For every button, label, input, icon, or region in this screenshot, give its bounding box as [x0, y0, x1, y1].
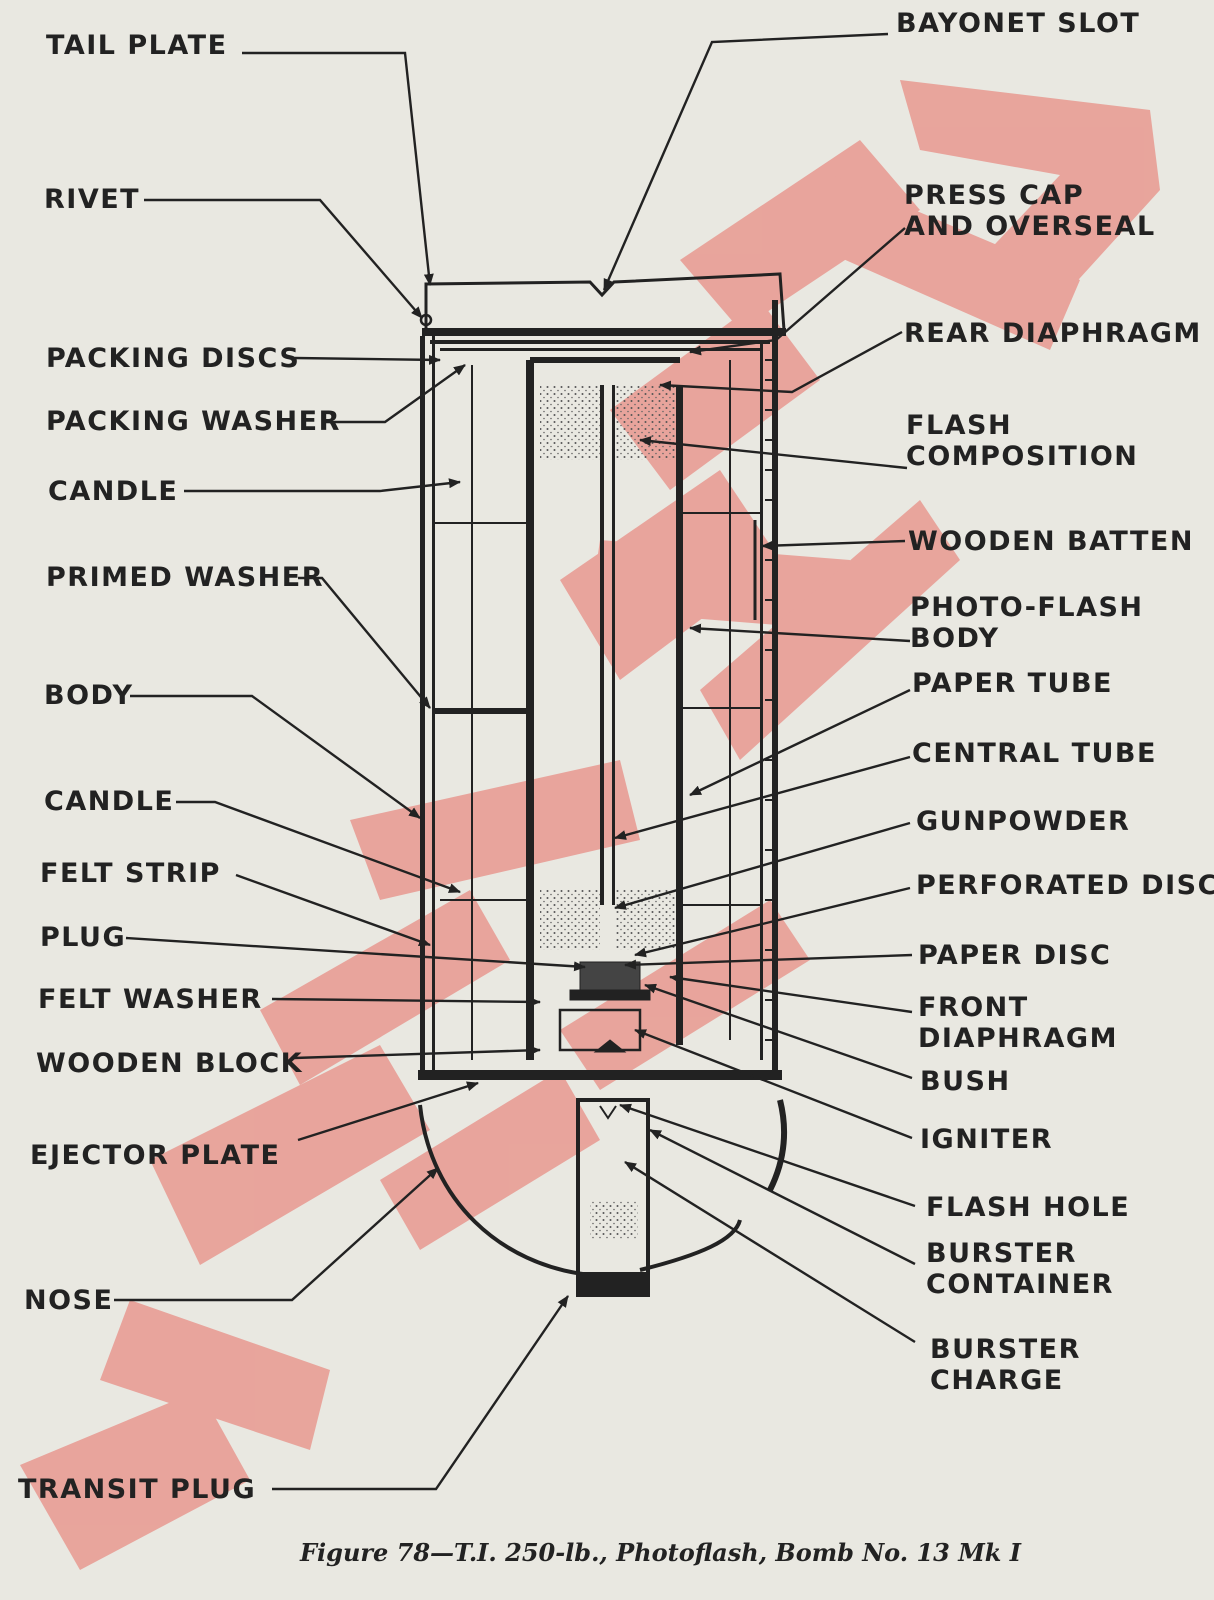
label-burster-container: BURSTER CONTAINER — [926, 1238, 1114, 1300]
leader-wooden-batten — [761, 539, 906, 551]
leader-primed-washer — [298, 576, 431, 709]
leader-ejector-plate — [297, 1081, 479, 1142]
leader-candle-lower — [176, 800, 461, 894]
leader-packing-discs — [294, 354, 441, 365]
watermark — [20, 80, 1160, 1570]
label-packing-discs: PACKING DISCS — [46, 343, 301, 374]
label-bayonet-slot: BAYONET SLOT — [896, 8, 1141, 39]
label-press-cap: PRESS CAP AND OVERSEAL — [904, 180, 1156, 242]
label-photo-flash-body-line1: PHOTO-FLASH — [910, 592, 1144, 623]
label-flash-composition-line1: FLASH — [906, 410, 1013, 441]
nose — [418, 1099, 788, 1277]
label-burster-charge: BURSTER CHARGE — [930, 1334, 1081, 1396]
rear-diaphragm — [530, 357, 680, 363]
label-candle-lower: CANDLE — [44, 786, 175, 817]
label-gunpowder: GUNPOWDER — [916, 806, 1131, 837]
leader-nose — [114, 1167, 439, 1302]
leader-burster-container — [649, 1128, 916, 1266]
leader-gunpowder — [614, 821, 911, 910]
label-felt-washer: FELT WASHER — [38, 984, 263, 1015]
photo-flash-body — [683, 360, 760, 1040]
leader-photo-flash-body — [689, 623, 911, 643]
label-felt-strip: FELT STRIP — [40, 858, 221, 889]
label-bush: BUSH — [920, 1066, 1011, 1097]
leader-front-diaphragm — [669, 973, 913, 1014]
leader-perforated-disc — [634, 886, 911, 958]
ejector-plate — [418, 1070, 782, 1080]
label-burster-charge-line1: BURSTER — [930, 1334, 1081, 1365]
label-plug: PLUG — [40, 922, 127, 953]
leader-packing-washer — [322, 364, 466, 424]
leader-lines — [114, 32, 916, 1491]
leader-rivet — [144, 198, 423, 319]
leader-flash-hole — [619, 1103, 916, 1208]
label-press-cap-line1: PRESS CAP — [904, 180, 1085, 211]
label-nose: NOSE — [24, 1285, 114, 1316]
rivet — [419, 313, 433, 327]
label-candle-upper: CANDLE — [48, 476, 179, 507]
label-igniter: IGNITER — [920, 1124, 1054, 1155]
label-flash-hole: FLASH HOLE — [926, 1192, 1131, 1223]
leader-tail-plate — [242, 51, 434, 286]
leader-burster-charge — [624, 1160, 916, 1344]
leader-wooden-block — [293, 1045, 541, 1060]
label-rear-diaphragm: REAR DIAPHRAGM — [904, 318, 1202, 349]
leader-body — [130, 694, 421, 819]
leader-bush — [644, 983, 913, 1080]
label-front-diaphragm-line1: FRONT — [918, 992, 1029, 1023]
leader-rear-diaphragm — [659, 330, 903, 394]
label-perforated-disc: PERFORATED DISC — [916, 870, 1214, 901]
leader-transit-plug — [272, 1295, 569, 1491]
label-burster-container-line1: BURSTER — [926, 1238, 1077, 1269]
leader-central-tube — [614, 755, 911, 840]
figure-caption: Figure 78—T.I. 250-lb., Photoflash, Bomb… — [300, 1538, 1021, 1567]
label-press-cap-line2: AND OVERSEAL — [904, 211, 1156, 242]
press-cap — [422, 328, 786, 351]
label-front-diaphragm-line2: DIAPHRAGM — [918, 1023, 1118, 1054]
label-ejector-plate: EJECTOR PLATE — [30, 1140, 281, 1171]
leader-plug — [125, 936, 586, 972]
leader-paper-disc — [624, 953, 913, 970]
label-flash-composition: FLASH COMPOSITION — [906, 410, 1138, 472]
label-transit-plug: TRANSIT PLUG — [18, 1474, 257, 1505]
leader-felt-washer — [271, 996, 541, 1007]
label-flash-composition-line2: COMPOSITION — [906, 441, 1139, 472]
leader-flash-composition — [639, 436, 908, 470]
label-tail-plate: TAIL PLATE — [46, 30, 228, 61]
leader-press-cap — [689, 227, 906, 356]
wooden-batten-strip — [765, 359, 775, 1041]
label-primed-washer: PRIMED WASHER — [46, 562, 324, 593]
label-burster-container-line2: CONTAINER — [926, 1269, 1114, 1300]
leader-candle-upper — [184, 478, 461, 493]
label-burster-charge-line2: CHARGE — [930, 1365, 1064, 1396]
label-front-diaphragm: FRONT DIAPHRAGM — [918, 992, 1118, 1054]
label-packing-washer: PACKING WASHER — [46, 406, 341, 437]
label-body: BODY — [44, 680, 134, 711]
leader-igniter — [634, 1028, 913, 1140]
label-wooden-batten: WOODEN BATTEN — [908, 526, 1194, 557]
label-photo-flash-body: PHOTO-FLASH BODY — [910, 592, 1144, 654]
leader-felt-strip — [235, 873, 431, 947]
leader-paper-tube — [689, 688, 911, 797]
label-paper-disc: PAPER DISC — [918, 940, 1112, 971]
label-central-tube: CENTRAL TUBE — [912, 738, 1157, 769]
burster-container — [576, 1098, 650, 1297]
label-rivet: RIVET — [44, 184, 141, 215]
label-photo-flash-body-line2: BODY — [910, 623, 1000, 654]
leader-bayonet-slot — [602, 32, 889, 291]
label-wooden-block: WOODEN BLOCK — [36, 1048, 304, 1079]
central-tube — [540, 385, 683, 1045]
candle-column — [435, 360, 534, 1060]
label-paper-tube: PAPER TUBE — [912, 668, 1113, 699]
